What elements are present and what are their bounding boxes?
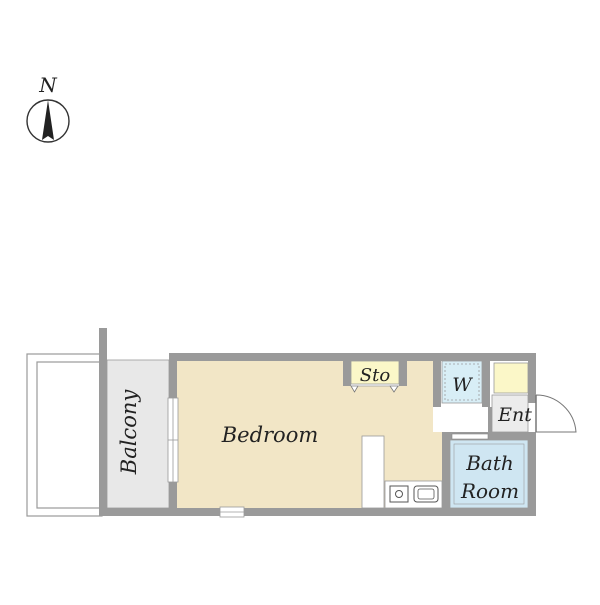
north-arrow-icon: [26, 99, 70, 143]
kitchen-counter: [384, 480, 443, 509]
bathroom: [449, 432, 529, 509]
balcony-wall: [99, 328, 107, 516]
balcony-railing: [26, 353, 103, 517]
bath-wall-left: [442, 432, 450, 516]
shoe-closet: [493, 362, 529, 394]
bath-label-line2: Room: [460, 479, 519, 503]
sink-icon: [413, 485, 439, 503]
entrance-label: Ent: [497, 404, 532, 426]
washer-area: [441, 360, 483, 404]
compass: N: [26, 73, 70, 143]
balcony-label: Balcony: [117, 389, 141, 476]
refrigerator-space: [361, 435, 385, 509]
bedroom-label: Bedroom: [221, 423, 319, 447]
storage-label: Sto: [360, 365, 391, 386]
entrance-door: [535, 394, 577, 433]
bath-label-line1: Bath: [465, 451, 514, 475]
stove-icon: [389, 485, 409, 503]
balcony-sliding-door: [167, 397, 179, 483]
partition-wall: [433, 361, 441, 407]
storage-closet: [343, 360, 407, 393]
bottom-window: [219, 506, 245, 518]
compass-letter: N: [38, 73, 58, 97]
washer-wall: [482, 361, 490, 407]
washer-label: W: [452, 374, 473, 396]
entrance: [488, 394, 529, 433]
